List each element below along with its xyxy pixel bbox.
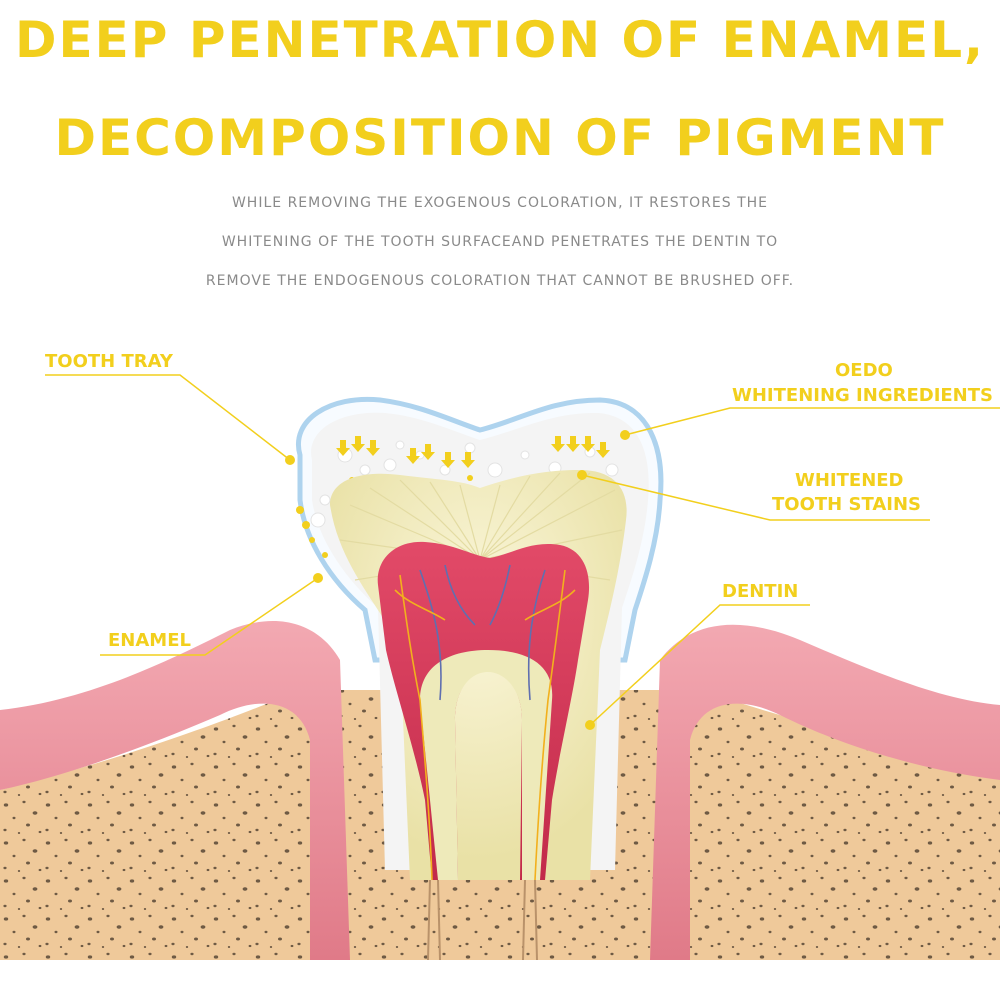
leader-lines [45, 374, 1000, 726]
description-line-3: REMOVE THE ENDOGENOUS COLORATION THAT CA… [205, 273, 795, 289]
headline-line-1: DEEP PENETRATION OF ENAMEL, [14, 11, 986, 69]
headline-line-2: DECOMPOSITION OF PIGMENT [54, 109, 946, 167]
label-oedo: OEDO [835, 360, 893, 381]
description-line-1: WHILE REMOVING THE EXOGENOUS COLORATION,… [231, 195, 769, 211]
nerves [394, 564, 576, 881]
description-line-2: WHITENING OF THE TOOTH SURFACEAND PENETR… [221, 234, 779, 250]
root-canals [427, 879, 538, 961]
inner-dentin [420, 650, 553, 880]
leader-dots [285, 430, 630, 730]
label-tooth-tray: TOOTH TRAY [45, 351, 173, 372]
label-tooth-stains: TOOTH STAINS [772, 494, 921, 515]
label-whitening-ingredients: WHITENING INGREDIENTS [732, 385, 993, 406]
label-enamel: ENAMEL [108, 630, 191, 651]
label-whitened: WHITENED [795, 470, 904, 491]
label-dentin: DENTIN [722, 581, 799, 602]
stain-arrows [296, 436, 610, 558]
